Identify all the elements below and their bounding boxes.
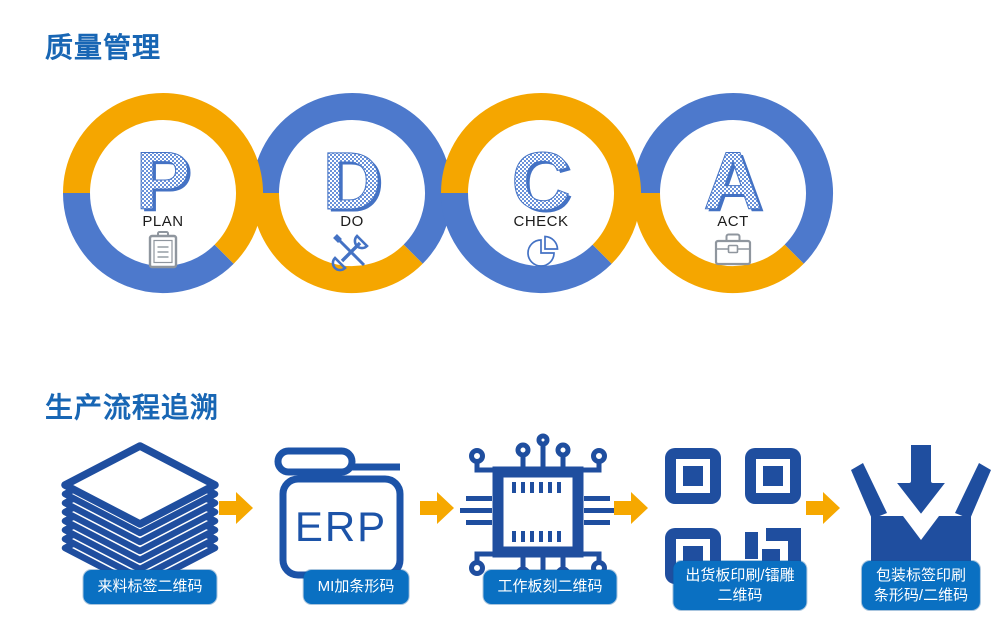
- ring-p-top-arc: [63, 93, 263, 264]
- svg-text:D: D: [325, 139, 384, 230]
- ring-c-top-arc: [441, 93, 641, 264]
- act-label: ACT: [717, 213, 749, 230]
- pdca-letter-a: A A: [703, 136, 766, 230]
- pdca-blue-arcs: [63, 93, 833, 293]
- check-label: CHECK: [513, 213, 568, 230]
- pdca-orange-arcs: [63, 93, 804, 293]
- pdca-letter-p: P P: [135, 136, 194, 230]
- paper-stack-icon: [61, 442, 219, 591]
- pdca-letter-d: D D: [322, 136, 385, 230]
- svg-text:C: C: [514, 139, 573, 230]
- banner-line: 条形码/二维码: [873, 586, 969, 604]
- flow-step-banner-2: MI加条形码: [303, 570, 409, 604]
- svg-text:D: D: [322, 136, 381, 227]
- ring-c-bottom-arc: [441, 192, 612, 293]
- flow-step-banner-5: 包装标签印刷 条形码/二维码: [861, 561, 981, 610]
- banner-line: 来料标签二维码: [97, 578, 203, 595]
- circuit-board-icon: [460, 433, 616, 591]
- flow-arrow-icon: [614, 492, 648, 524]
- ring-d-top-arc: [252, 93, 452, 264]
- trace-section-title: 生产流程追溯: [45, 392, 220, 423]
- erp-binder-icon: ERP: [274, 447, 404, 579]
- erp-text: ERP: [295, 503, 387, 550]
- do-label: DO: [340, 213, 364, 230]
- banner-line: 二维码: [717, 586, 763, 604]
- ring-a-top-arc: [633, 93, 833, 264]
- flow-arrow-icon: [219, 492, 253, 524]
- svg-text:A: A: [703, 136, 762, 227]
- ring-p-bottom-arc: [63, 192, 234, 293]
- tools-icon: [331, 234, 369, 272]
- plan-label: PLAN: [142, 213, 183, 230]
- flow-graphic: ERP: [61, 433, 991, 591]
- flow-step-banner-4: 出货板印刷/镭雕 二维码: [673, 561, 807, 610]
- flow-step-banner-3: 工作板刻二维码: [483, 570, 617, 604]
- ring-a-bottom-arc: [633, 192, 804, 293]
- ring-d-bottom-arc: [252, 192, 423, 293]
- pdca-letters: P P D D C C A A: [135, 136, 766, 230]
- banner-line: 出货板印刷/镭雕: [685, 567, 795, 584]
- svg-text:P: P: [136, 136, 191, 227]
- svg-text:P: P: [139, 139, 194, 230]
- svg-text:C: C: [511, 136, 570, 227]
- banner-line: 工作板刻二维码: [497, 578, 603, 595]
- flow-arrow-icon: [806, 492, 840, 524]
- banner-line: MI加条形码: [317, 578, 395, 595]
- clipboard-icon: [148, 231, 178, 269]
- pdca-labels: PLAN DO CHECK ACT: [142, 213, 748, 230]
- flow-step-banner-1: 来料标签二维码: [83, 570, 217, 604]
- flow-arrow-icon: [420, 492, 454, 524]
- toolbox-icon: [714, 233, 752, 266]
- quality-section-title: 质量管理: [45, 32, 162, 63]
- pdca-rings: [63, 93, 833, 293]
- banner-line: 包装标签印刷: [875, 567, 967, 584]
- svg-text:A: A: [706, 139, 765, 230]
- pie-chart-icon: [527, 235, 559, 267]
- pdca-letter-c: C C: [511, 136, 574, 230]
